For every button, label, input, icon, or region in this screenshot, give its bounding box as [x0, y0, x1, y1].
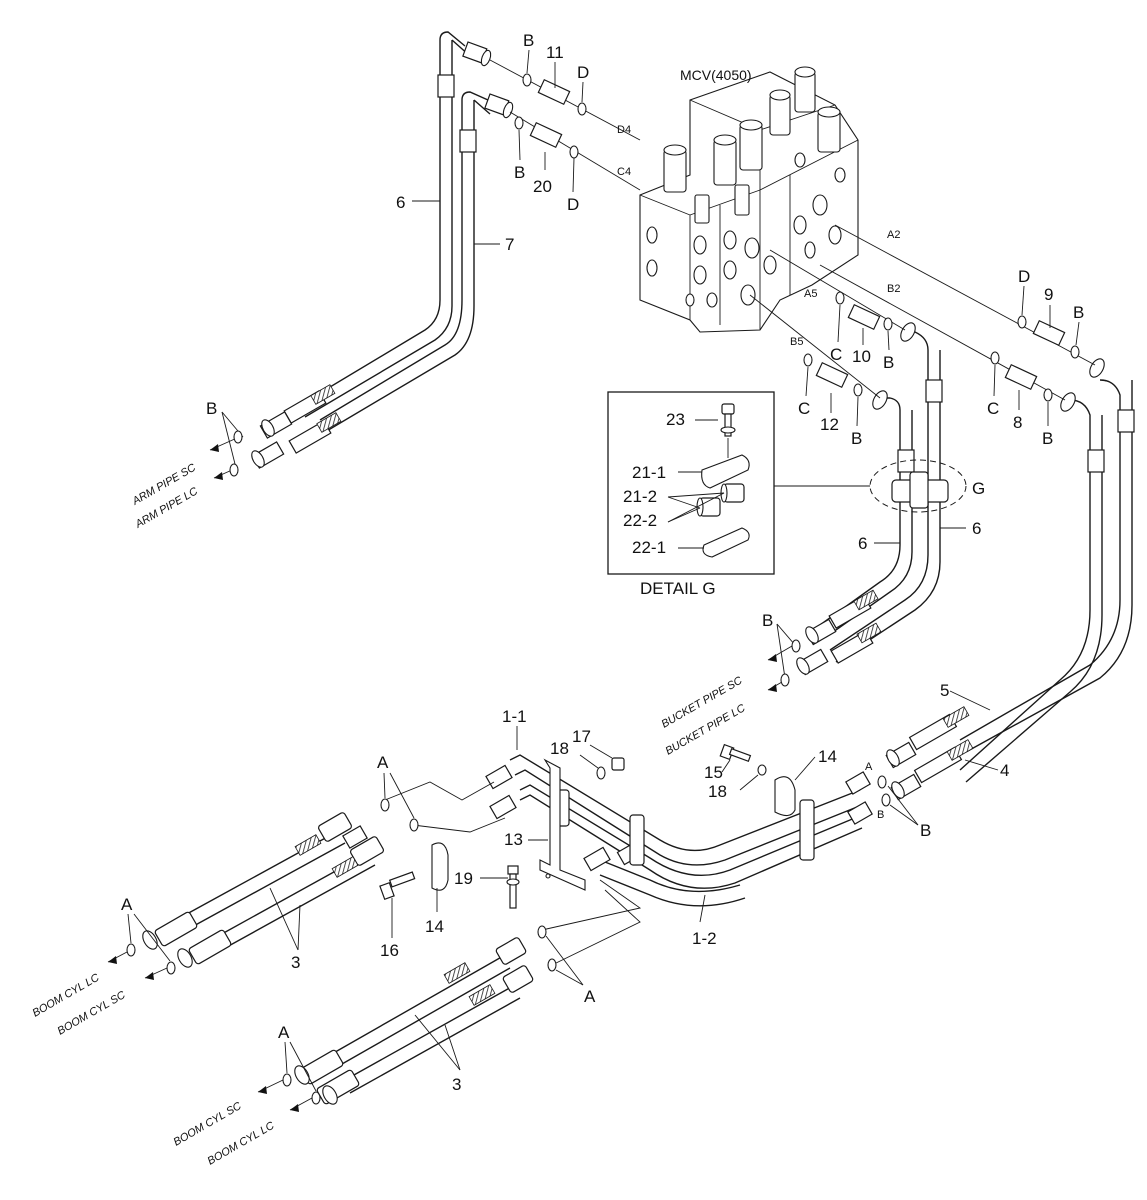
label-20: 20 — [533, 177, 552, 196]
detail-g-box: 23 21-1 21-2 22-2 22-1 DETAIL G — [607, 391, 775, 598]
detail-ref-letter: G — [972, 479, 985, 498]
bucket-hoses — [796, 322, 949, 676]
mcv-label: MCV(4050) — [680, 67, 752, 83]
leader-lines — [384, 781, 642, 966]
letter-b-boom: B — [920, 821, 931, 840]
detail-caption: DETAIL G — [640, 579, 716, 598]
boom-cyl-lc-label-2: BOOM CYL LC — [206, 1120, 277, 1168]
letter-b-3: B — [1073, 303, 1084, 322]
letter-b-bucket: B — [762, 611, 773, 630]
letter-a-2: A — [584, 987, 596, 1006]
label-17: 17 — [572, 727, 591, 746]
label-18-a: 18 — [550, 739, 569, 758]
label-9: 9 — [1044, 285, 1053, 304]
arm-hose-7 — [319, 91, 491, 433]
label-12: 12 — [820, 415, 839, 434]
label-5: 5 — [940, 681, 949, 700]
connectors-10-12 — [749, 249, 906, 399]
bracket-13 — [539, 758, 586, 891]
label-3-lower: 3 — [452, 1075, 461, 1094]
letter-c-3: C — [798, 399, 810, 418]
port-d4: D4 — [617, 124, 631, 136]
port-a5: A5 — [804, 288, 817, 300]
boom-hose-3-upper — [142, 812, 384, 968]
label-6-bucket-a: 6 — [858, 534, 867, 553]
label-6-bucket-b: 6 — [972, 519, 981, 538]
label-10: 10 — [852, 347, 871, 366]
label-8: 8 — [1013, 413, 1022, 432]
letter-a-3: A — [121, 895, 133, 914]
label-19: 19 — [454, 869, 473, 888]
letter-b-4: B — [1042, 429, 1053, 448]
letter-b-1: B — [523, 31, 534, 50]
bucket-pipe-sc-label: BUCKET PIPE SC — [660, 675, 745, 731]
label-21-1: 21-1 — [632, 463, 666, 482]
port-labels: D4 C4 A2 B2 A5 B5 — [617, 124, 900, 348]
arm-hose-6 — [299, 31, 471, 418]
clamp-14-left — [431, 842, 449, 891]
letter-b-small: B — [877, 809, 884, 821]
detail-g-callout — [869, 459, 967, 513]
port-b2: B2 — [887, 283, 900, 295]
port-c4: C4 — [617, 166, 631, 178]
label-leaders — [269, 62, 1051, 1071]
letter-d-3: D — [1018, 267, 1030, 286]
letter-c-1: C — [987, 399, 999, 418]
port-a2: A2 — [887, 229, 900, 241]
letter-b-arm: B — [206, 399, 217, 418]
label-14-right: 14 — [818, 747, 837, 766]
part-labels: 11 20 6 7 10 12 9 8 6 6 5 4 1-1 1-2 17 1… — [291, 43, 1053, 1094]
letter-a-4: A — [278, 1023, 290, 1042]
boom-hose-3-lower — [294, 937, 534, 1105]
rings-a — [126, 775, 891, 1105]
label-6-arm: 6 — [396, 193, 405, 212]
label-1-1: 1-1 — [502, 707, 527, 726]
label-16: 16 — [380, 941, 399, 960]
label-4: 4 — [1000, 761, 1009, 780]
label-1-2: 1-2 — [692, 929, 717, 948]
letter-c-2: C — [830, 345, 842, 364]
label-23: 23 — [666, 410, 685, 429]
label-13: 13 — [504, 830, 523, 849]
arm-bottom-fittings — [251, 384, 342, 469]
label-7: 7 — [505, 235, 514, 254]
connectors-11-20 — [489, 59, 641, 191]
letter-d-1: D — [577, 63, 589, 82]
label-3-upper: 3 — [291, 953, 300, 972]
letter-b-5: B — [883, 353, 894, 372]
bolts-hardware — [379, 743, 767, 909]
ring-letters: B D B D D B C B C B C B B B A A A — [121, 31, 1084, 1092]
letter-d-2: D — [567, 195, 579, 214]
label-22-1: 22-1 — [632, 538, 666, 557]
label-21-2: 21-2 — [623, 487, 657, 506]
connectors-8-9 — [819, 224, 1096, 402]
letter-b-2: B — [514, 163, 525, 182]
clamp-14-right — [774, 776, 796, 817]
boom-hoses-4-5 — [885, 358, 1135, 801]
letter-a-1: A — [377, 753, 389, 772]
boom-pipes — [485, 754, 873, 907]
label-22-2: 22-2 — [623, 511, 657, 530]
label-11: 11 — [546, 43, 564, 62]
label-15: 15 — [704, 763, 723, 782]
label-18-b: 18 — [708, 782, 727, 801]
letter-a-small: A — [865, 761, 873, 773]
port-b5: B5 — [790, 336, 803, 348]
arm-top-fittings — [462, 41, 514, 119]
letter-b-6: B — [851, 429, 862, 448]
mcv-valve-block: MCV(4050) — [639, 66, 859, 333]
label-14-left: 14 — [425, 917, 444, 936]
